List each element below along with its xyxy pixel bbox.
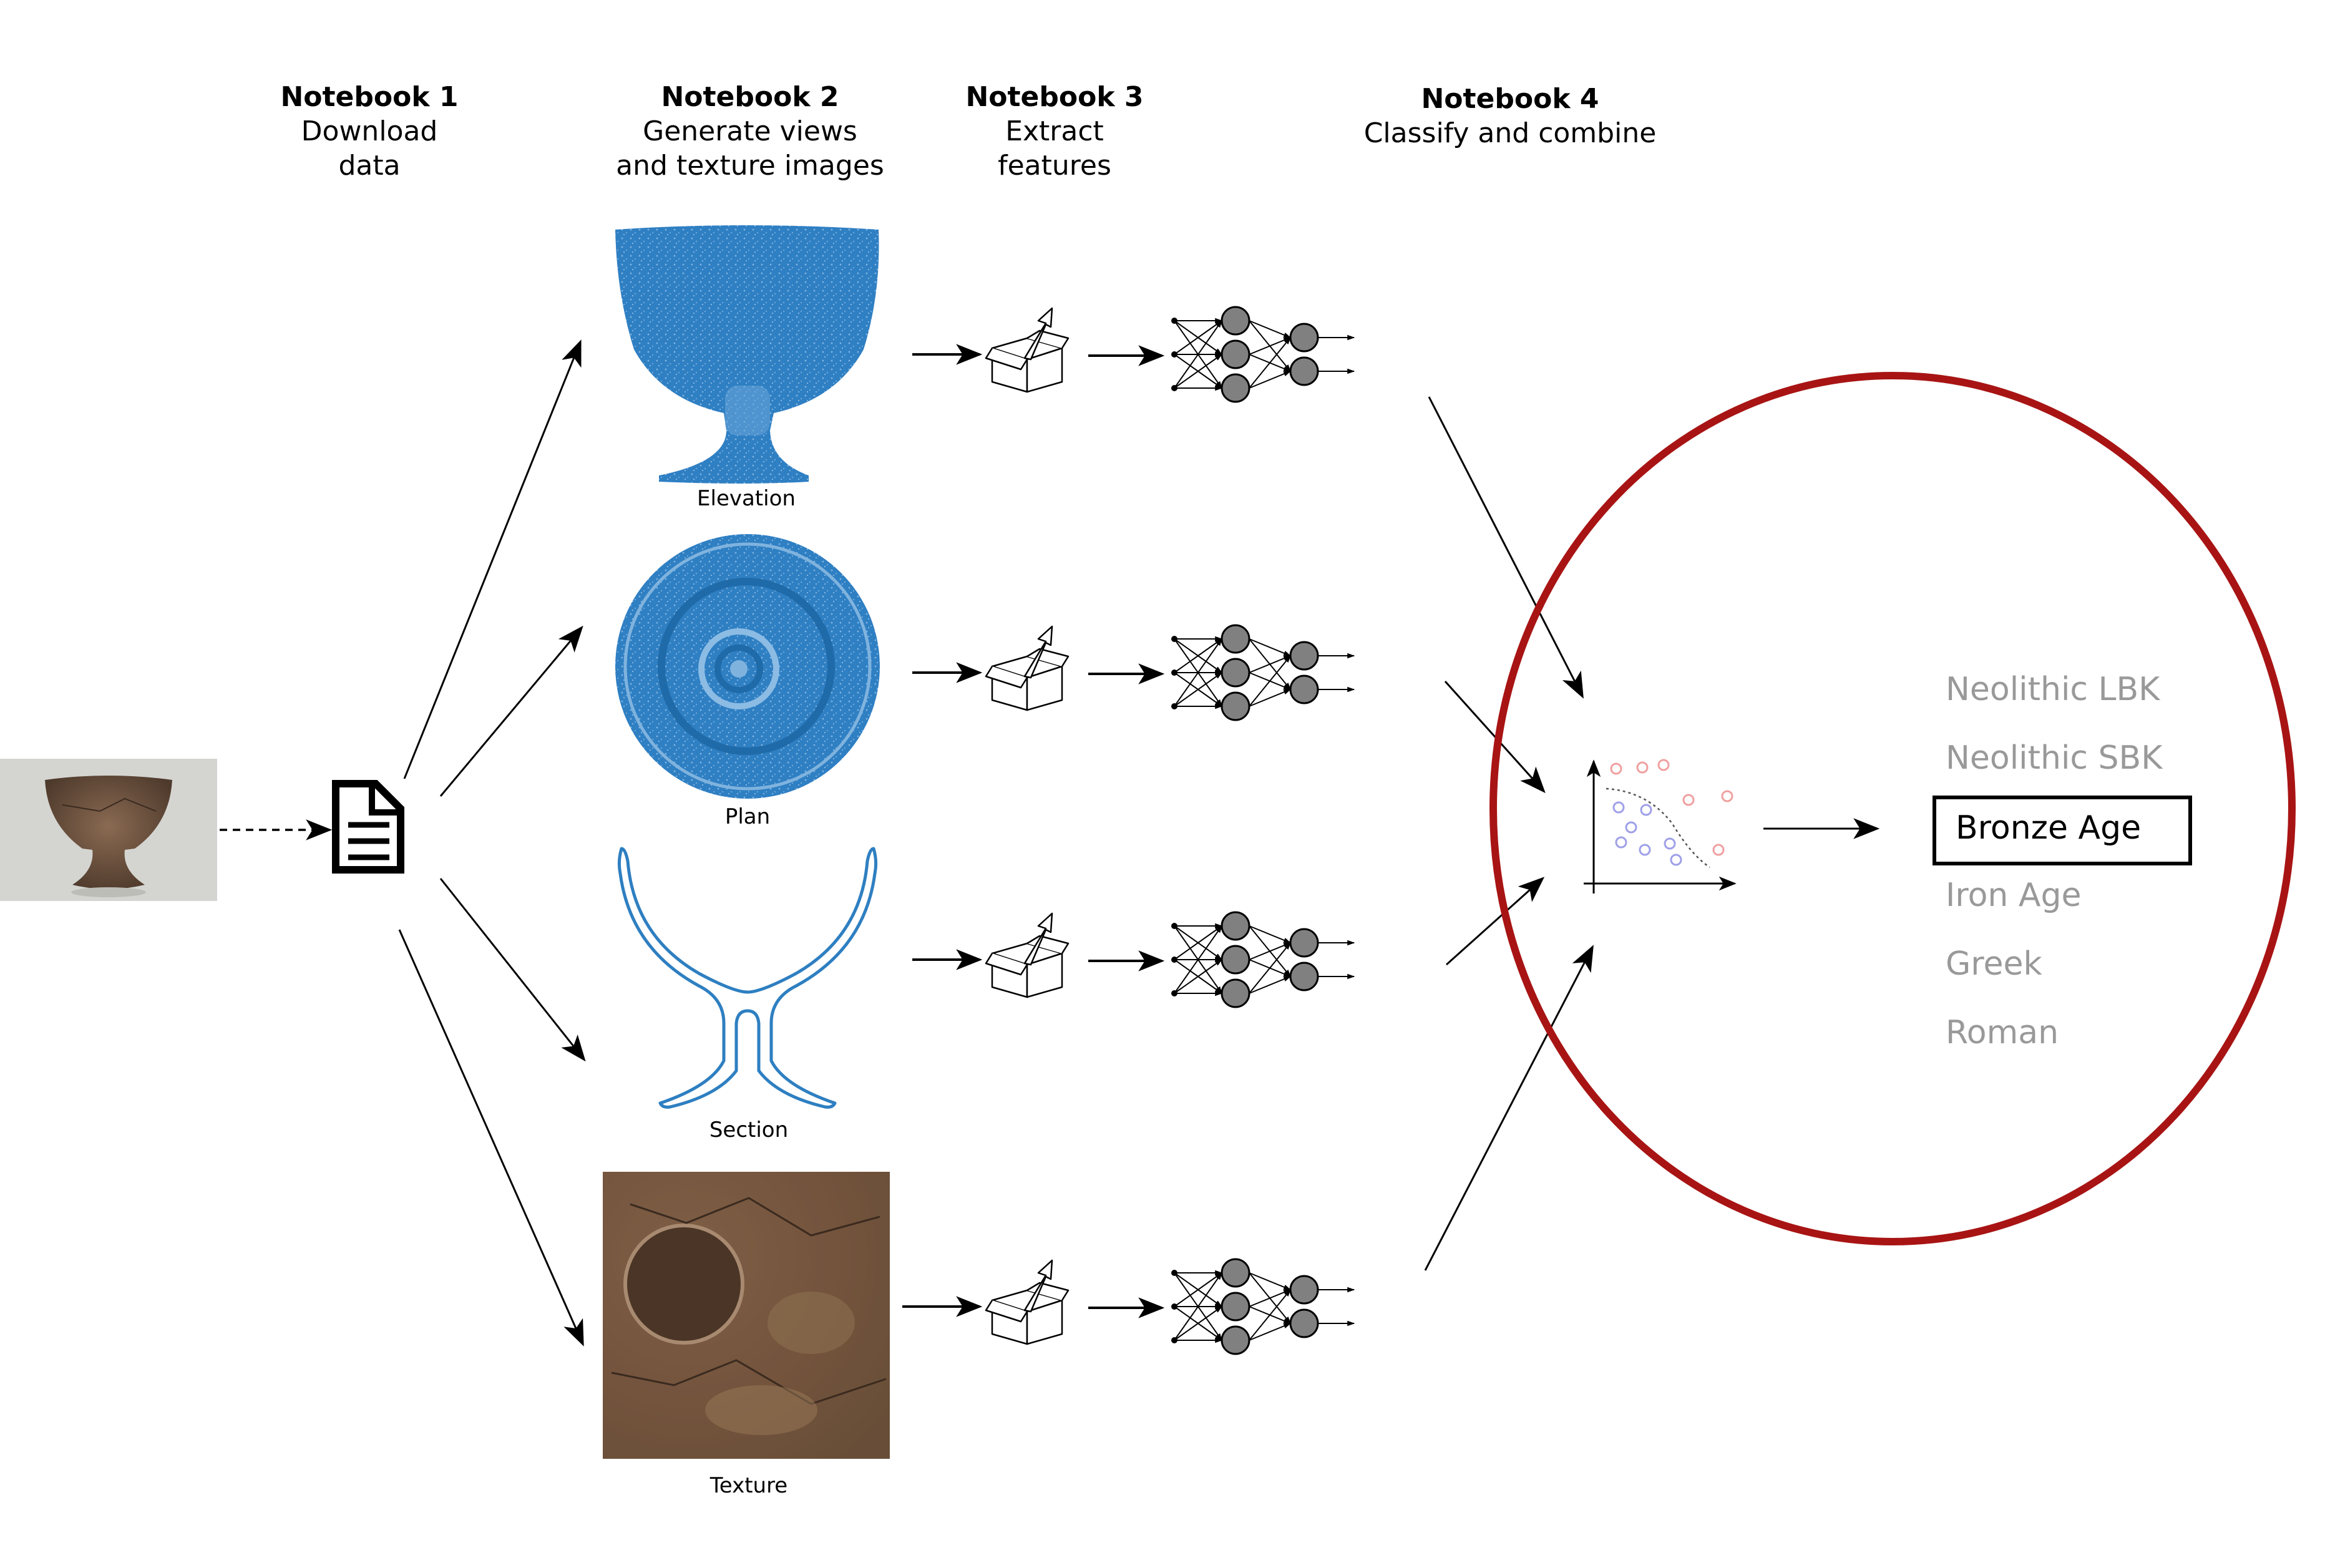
- class-label: Greek: [1946, 945, 2042, 983]
- output-node: [1289, 1275, 1319, 1305]
- hidden-node: [1221, 945, 1250, 975]
- output-node: [1289, 962, 1319, 991]
- input-node: [1171, 385, 1177, 391]
- header-title: Notebook 4: [1421, 83, 1599, 115]
- view-label-texture: Texture: [709, 1473, 787, 1498]
- feature-extraction-box-icon: [985, 307, 1070, 393]
- arrow-to-texture: [398, 929, 584, 1346]
- header-title: Notebook 2: [661, 81, 839, 113]
- output-node: [1289, 323, 1319, 353]
- class-label: Neolithic LBK: [1946, 671, 2161, 708]
- neural-network-icon: [1171, 911, 1355, 1008]
- header-line: Classify and combine: [1364, 117, 1657, 149]
- elevation-view-icon: [615, 225, 879, 484]
- view-label-plan: Plan: [725, 804, 770, 829]
- hidden-node: [1221, 658, 1250, 688]
- hidden-node: [1221, 911, 1250, 941]
- hidden-node: [1221, 691, 1250, 721]
- arrow-to-combine: [1445, 877, 1545, 966]
- neural-network-icon: [1171, 624, 1355, 721]
- input-node: [1171, 1303, 1177, 1310]
- header-notebook-3: Notebook 3 Extract features: [965, 81, 1143, 182]
- pottery-photo-icon: [0, 759, 217, 901]
- output-node: [1289, 674, 1319, 704]
- input-node: [1171, 957, 1177, 963]
- hidden-node: [1221, 1292, 1250, 1322]
- input-node: [1171, 990, 1177, 996]
- view-label-elevation: Elevation: [697, 486, 796, 511]
- hidden-node: [1221, 373, 1250, 403]
- header-line: and texture images: [616, 150, 884, 182]
- input-node: [1171, 636, 1177, 642]
- header-notebook-4: Notebook 4 Classify and combine: [1364, 83, 1657, 149]
- neural-network-icon: [1171, 1258, 1355, 1355]
- neural-network-icon: [1171, 306, 1355, 403]
- arrow-to-elevation: [403, 339, 582, 779]
- texture-image-icon: [603, 1172, 890, 1459]
- arrow-to-plan: [439, 625, 583, 797]
- header-line: features: [998, 150, 1111, 182]
- class-label: Neolithic SBK: [1946, 739, 2163, 777]
- header-notebook-1: Notebook 1 Download data: [280, 81, 458, 182]
- hidden-node: [1221, 624, 1250, 654]
- hidden-node: [1221, 1325, 1250, 1355]
- input-node: [1171, 703, 1177, 709]
- hidden-node: [1221, 306, 1250, 336]
- input-node: [1171, 923, 1177, 929]
- header-line: data: [338, 150, 400, 182]
- scatter-plot-classifier-icon: [1584, 759, 1737, 894]
- output-node: [1289, 928, 1319, 958]
- selected-class-box: [1933, 796, 2192, 865]
- header-line: Extract: [1005, 115, 1104, 147]
- section-view-icon: [617, 847, 878, 1109]
- arrow-to-section: [439, 878, 586, 1062]
- arrow-to-combine: [1428, 396, 1584, 699]
- input-node: [1171, 1337, 1177, 1343]
- input-node: [1171, 351, 1177, 358]
- header-title: Notebook 1: [280, 81, 458, 113]
- hidden-node: [1221, 1258, 1250, 1288]
- feature-extraction-box-icon: [985, 1259, 1070, 1345]
- input-node: [1171, 318, 1177, 324]
- hidden-node: [1221, 339, 1250, 369]
- output-node: [1289, 356, 1319, 386]
- view-label-section: Section: [709, 1118, 788, 1142]
- highlight-circle: [1489, 372, 2296, 1245]
- input-node: [1171, 670, 1177, 676]
- header-line: Download: [301, 115, 438, 147]
- feature-extraction-box-icon: [985, 625, 1070, 711]
- plan-view-icon: [615, 534, 880, 799]
- arrow-to-combine: [1444, 680, 1546, 794]
- class-list: Neolithic LBK Neolithic SBK Bronze Age I…: [1933, 671, 2192, 1051]
- output-node: [1289, 1308, 1319, 1338]
- feature-extraction-box-icon: [985, 912, 1070, 998]
- output-node: [1289, 641, 1319, 671]
- document-icon: [332, 780, 404, 874]
- header-notebook-2: Notebook 2 Generate views and texture im…: [616, 81, 884, 182]
- hidden-node: [1221, 978, 1250, 1008]
- class-label-selected: Bronze Age: [1956, 809, 2141, 847]
- class-label: Iron Age: [1946, 877, 2081, 914]
- input-node: [1171, 1270, 1177, 1276]
- header-line: Generate views: [643, 115, 857, 147]
- arrow-to-combine: [1424, 945, 1594, 1271]
- class-label: Roman: [1946, 1014, 2059, 1051]
- header-title: Notebook 3: [965, 81, 1143, 113]
